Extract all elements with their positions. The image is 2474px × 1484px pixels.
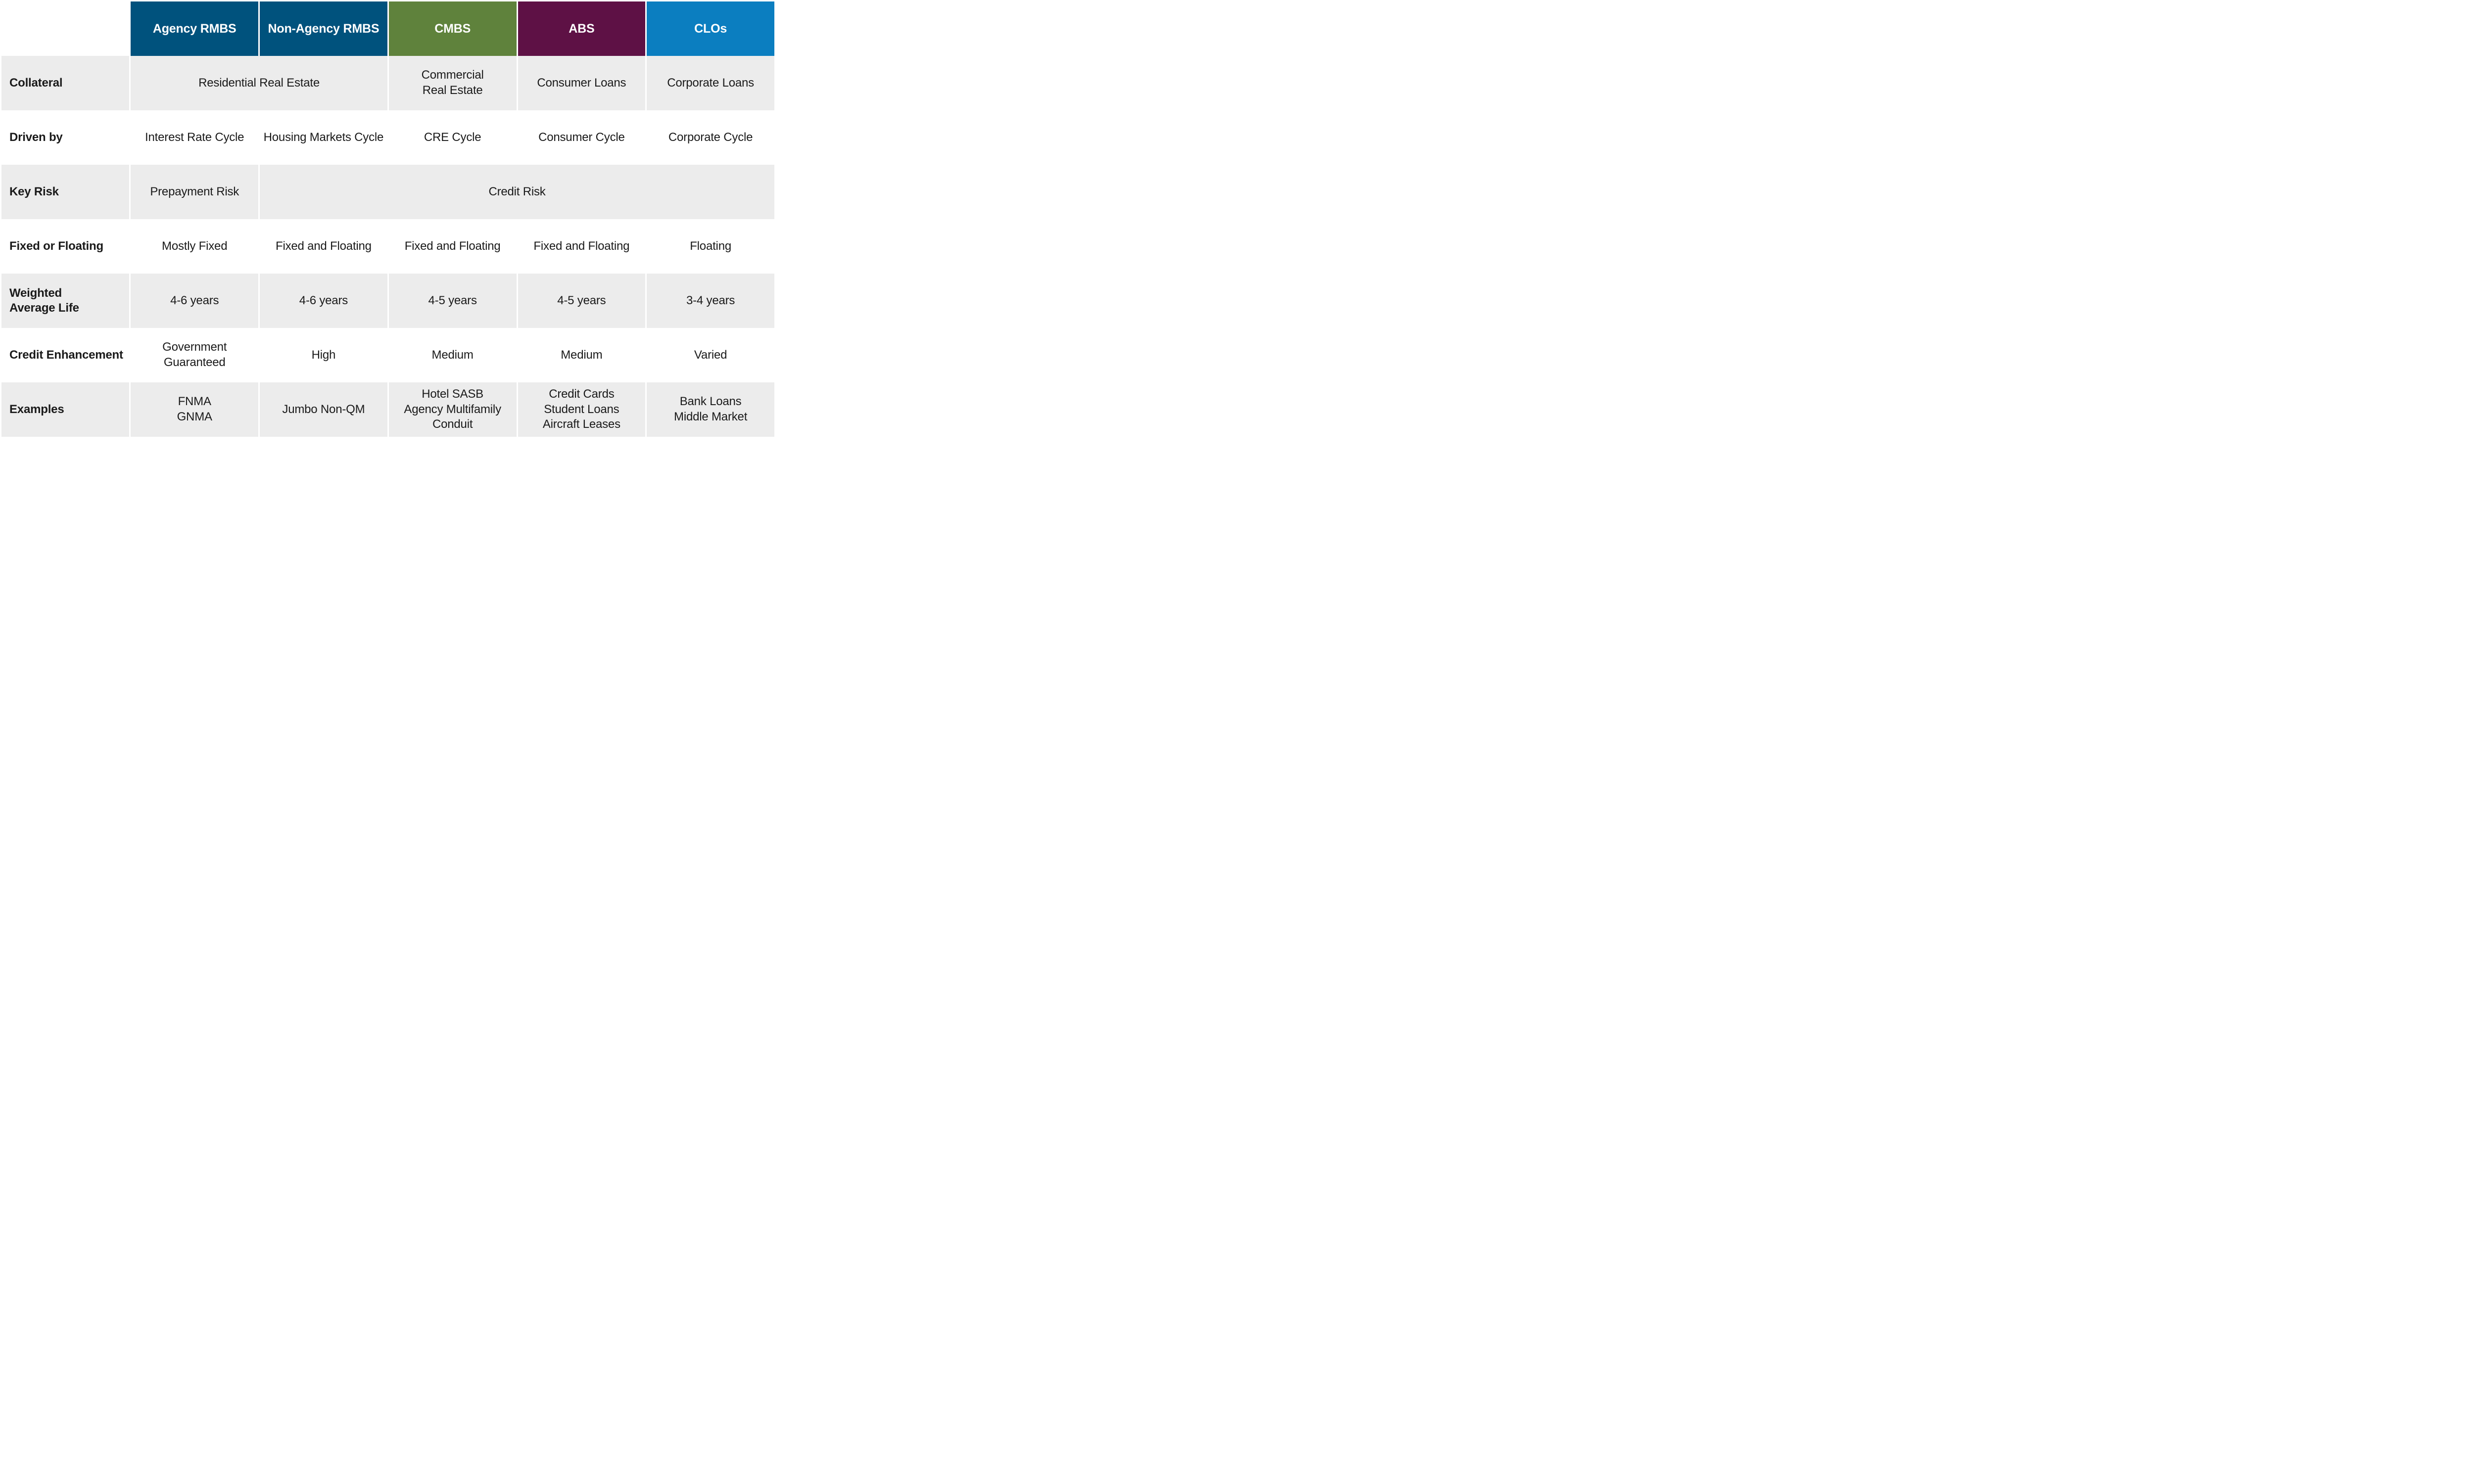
cell-examples-abs: Credit Cards Student Loans Aircraft Leas… xyxy=(518,382,646,437)
cell-driven-by-non-agency-rmbs: Housing Markets Cycle xyxy=(260,110,387,165)
row-label-credit-enhancement: Credit Enhancement xyxy=(1,328,130,382)
cell-collateral-commercial-real-estate: Commercial Real Estate xyxy=(388,56,517,110)
row-collateral: Collateral Residential Real Estate Comme… xyxy=(1,56,774,110)
cell-weighted-average-life-non-agency-rmbs: 4-6 years xyxy=(260,274,387,328)
cell-fixed-or-floating-abs: Fixed and Floating xyxy=(518,219,646,274)
cell-driven-by-agency-rmbs: Interest Rate Cycle xyxy=(131,110,259,165)
row-fixed-or-floating: Fixed or Floating Mostly Fixed Fixed and… xyxy=(1,219,774,274)
row-examples: Examples FNMA GNMA Jumbo Non-QM Hotel SA… xyxy=(1,382,774,437)
cell-credit-enhancement-abs: Medium xyxy=(518,328,646,382)
cell-credit-enhancement-non-agency-rmbs: High xyxy=(260,328,387,382)
row-key-risk: Key Risk Prepayment Risk Credit Risk xyxy=(1,165,774,219)
cell-collateral-consumer-loans: Consumer Loans xyxy=(518,56,646,110)
cell-weighted-average-life-clos: 3-4 years xyxy=(647,274,774,328)
cell-collateral-corporate-loans: Corporate Loans xyxy=(647,56,774,110)
comparison-table: Agency RMBS Non-Agency RMBS CMBS ABS CLO… xyxy=(0,1,776,437)
row-label-fixed-or-floating: Fixed or Floating xyxy=(1,219,130,274)
cell-fixed-or-floating-non-agency-rmbs: Fixed and Floating xyxy=(260,219,387,274)
row-label-collateral: Collateral xyxy=(1,56,130,110)
column-header-non-agency-rmbs: Non-Agency RMBS xyxy=(260,1,387,56)
header-corner-cell xyxy=(1,1,130,56)
cell-examples-clos: Bank Loans Middle Market xyxy=(647,382,774,437)
column-header-agency-rmbs: Agency RMBS xyxy=(131,1,259,56)
column-header-cmbs: CMBS xyxy=(388,1,517,56)
cell-credit-enhancement-clos: Varied xyxy=(647,328,774,382)
cell-weighted-average-life-agency-rmbs: 4-6 years xyxy=(131,274,259,328)
cell-collateral-residential-real-estate: Residential Real Estate xyxy=(131,56,387,110)
cell-key-risk-credit-risk: Credit Risk xyxy=(260,165,774,219)
page: Agency RMBS Non-Agency RMBS CMBS ABS CLO… xyxy=(0,0,776,437)
cell-credit-enhancement-cmbs: Medium xyxy=(388,328,517,382)
column-header-clos: CLOs xyxy=(647,1,774,56)
cell-weighted-average-life-abs: 4-5 years xyxy=(518,274,646,328)
cell-credit-enhancement-agency-rmbs: Government Guaranteed xyxy=(131,328,259,382)
cell-examples-cmbs: Hotel SASB Agency Multifamily Conduit xyxy=(388,382,517,437)
row-weighted-average-life: Weighted Average Life 4-6 years 4-6 year… xyxy=(1,274,774,328)
header-row: Agency RMBS Non-Agency RMBS CMBS ABS CLO… xyxy=(1,1,774,56)
cell-fixed-or-floating-agency-rmbs: Mostly Fixed xyxy=(131,219,259,274)
row-label-driven-by: Driven by xyxy=(1,110,130,165)
cell-weighted-average-life-cmbs: 4-5 years xyxy=(388,274,517,328)
column-header-abs: ABS xyxy=(518,1,646,56)
cell-examples-non-agency-rmbs: Jumbo Non-QM xyxy=(260,382,387,437)
cell-driven-by-cmbs: CRE Cycle xyxy=(388,110,517,165)
cell-driven-by-clos: Corporate Cycle xyxy=(647,110,774,165)
cell-fixed-or-floating-cmbs: Fixed and Floating xyxy=(388,219,517,274)
row-credit-enhancement: Credit Enhancement Government Guaranteed… xyxy=(1,328,774,382)
row-label-weighted-average-life: Weighted Average Life xyxy=(1,274,130,328)
cell-fixed-or-floating-clos: Floating xyxy=(647,219,774,274)
row-label-key-risk: Key Risk xyxy=(1,165,130,219)
cell-examples-agency-rmbs: FNMA GNMA xyxy=(131,382,259,437)
cell-driven-by-abs: Consumer Cycle xyxy=(518,110,646,165)
row-driven-by: Driven by Interest Rate Cycle Housing Ma… xyxy=(1,110,774,165)
row-label-examples: Examples xyxy=(1,382,130,437)
cell-key-risk-prepayment-risk: Prepayment Risk xyxy=(131,165,259,219)
